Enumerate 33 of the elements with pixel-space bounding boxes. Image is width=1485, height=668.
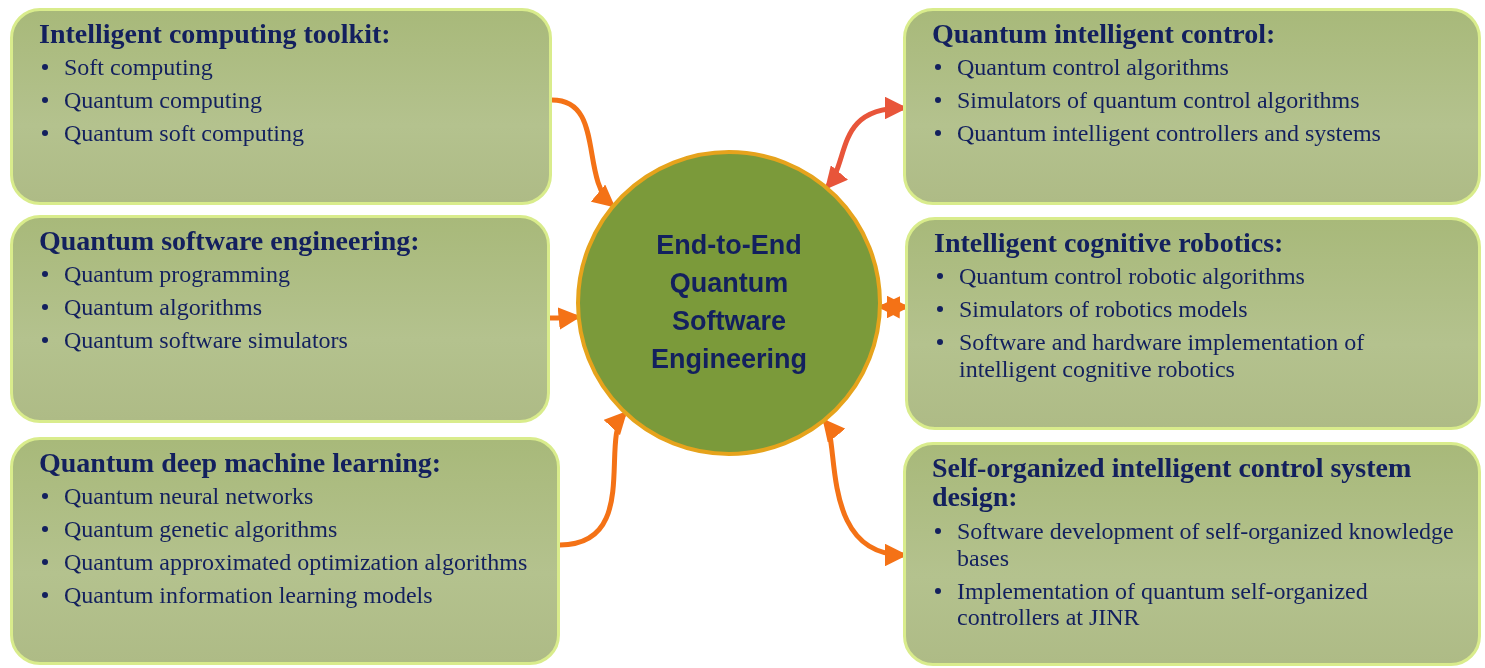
bullet-text: Quantum algorithms [64,294,262,321]
arrow [559,410,627,548]
bullet-text: Quantum computing [64,87,262,114]
topic-card [905,217,1481,430]
bullet-text: Quantum information learning models [64,582,433,608]
card-heading: Quantum intelligent control: [932,19,1277,49]
bullet-text: Simulators of quantum control algorithms [957,87,1360,114]
bullet-text: Quantum software simulators [64,327,348,354]
card-heading: Intelligent cognitive robotics: [934,228,1285,258]
bullet-text: Quantum genetic algorithms [64,516,338,543]
card-heading: Quantum deep machine learning: [39,448,443,478]
topic-card [10,8,552,205]
topic-card [903,442,1481,666]
card-heading: Self-organized intelligent control system design: [932,453,1413,512]
bullet-text: Quantum control algorithms [957,54,1229,81]
bullet-text: Simulators of robotics models [959,296,1248,323]
card-heading: Quantum software engineering: [39,226,421,256]
bullet-text: Quantum programming [64,261,290,288]
topic-card [10,215,550,423]
topic-card [903,8,1481,205]
bullet-text: Quantum intelligent controllers and systems [957,120,1381,147]
topic-card [10,437,560,665]
bullet-text: Quantum soft computing [64,120,304,147]
arrow [551,97,615,208]
bullet-text: Soft computing [64,54,213,81]
bullet-text: Implementation of quantum self-organized controllers at JINR [957,577,1368,631]
card-heading: Intelligent computing toolkit: [39,19,392,49]
bullet-text: Software development of self-organized knowledge bases [957,517,1454,571]
bullet-text: Quantum approximated optimization algorithms [64,549,528,576]
bullet-text: Quantum control robotic algorithms [959,263,1305,290]
bullet-text: Quantum neural networks [64,483,314,510]
center-title: End-to-End Quantum Software Engineering [650,229,808,376]
bullet-text: Software and hardware implementation of intelligent cognitive robotics [959,329,1365,382]
